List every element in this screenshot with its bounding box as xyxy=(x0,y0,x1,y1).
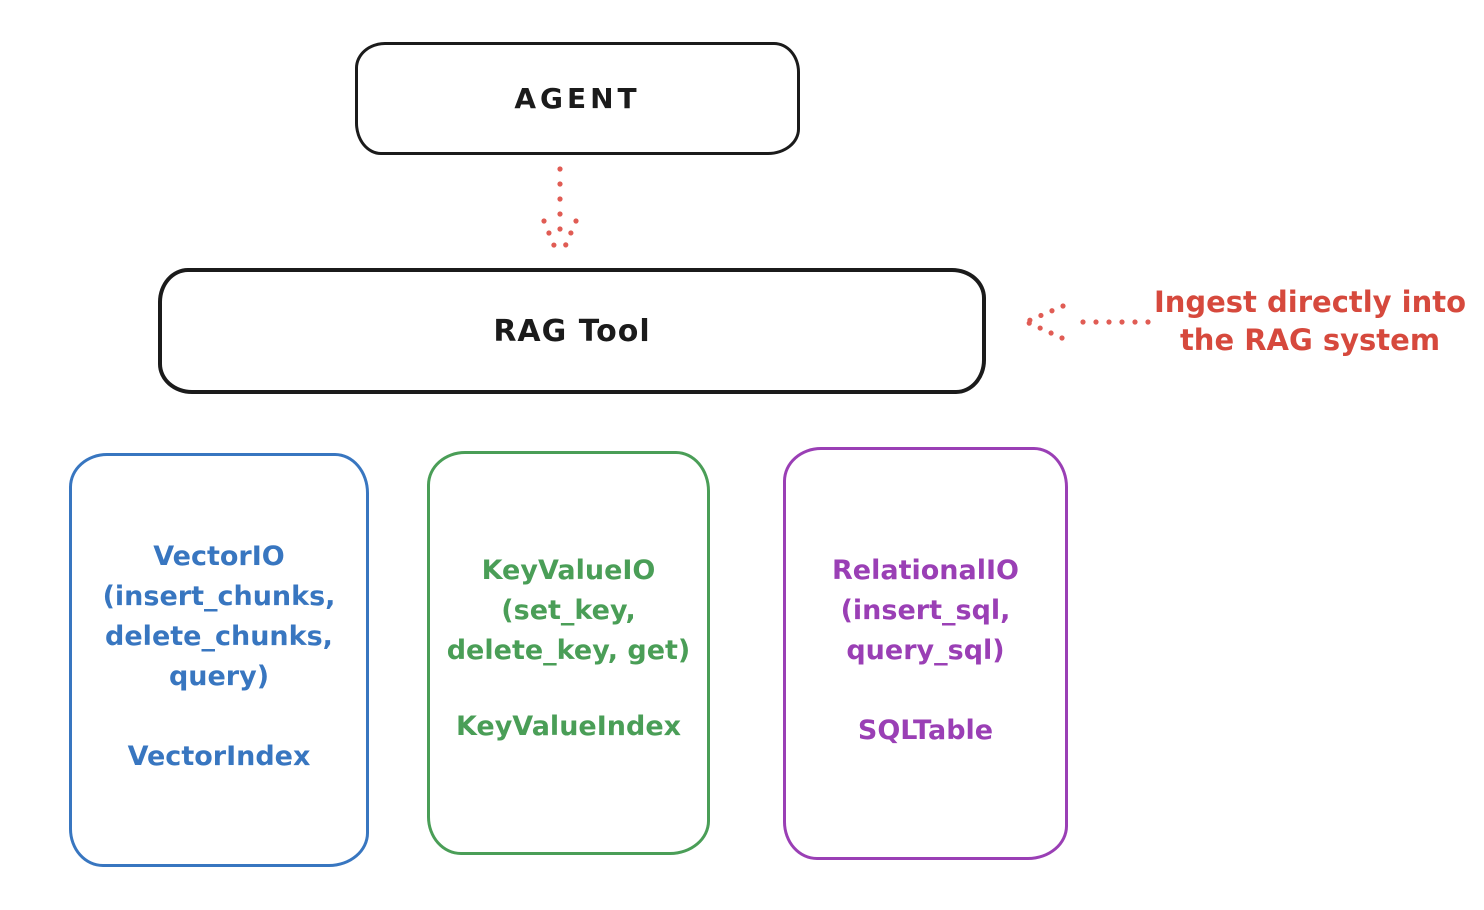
vector-io-line: delete_chunks, xyxy=(105,621,333,652)
agent-label: AGENT xyxy=(514,82,641,115)
agent-node: AGENT xyxy=(355,42,800,155)
key-value-io-signature: KeyValueIO (set_key, delete_key, get) xyxy=(430,551,707,671)
relational-io-box: RelationalIO (insert_sql, query_sql) SQL… xyxy=(783,447,1068,860)
arrow-wing-right xyxy=(558,218,579,259)
relational-io-line: (insert_sql, xyxy=(840,595,1011,626)
arrow-wing-bottom xyxy=(1026,320,1065,341)
vector-io-line: VectorIO xyxy=(153,541,285,572)
relational-io-signature: RelationalIO (insert_sql, query_sql) xyxy=(786,551,1065,671)
vector-io-line: (insert_chunks, xyxy=(102,581,336,612)
relational-io-line: query_sql) xyxy=(846,635,1005,666)
key-value-io-box: KeyValueIO (set_key, delete_key, get) Ke… xyxy=(427,451,710,855)
key-value-io-line: delete_key, get) xyxy=(446,635,691,666)
key-value-io-line: KeyValueIO xyxy=(481,555,656,586)
sql-table-label: SQLTable xyxy=(857,715,994,746)
rag-tool-node: RAG Tool xyxy=(158,268,986,394)
dotted-left-arrow-icon xyxy=(1025,303,1151,341)
arrow-wing-left xyxy=(541,218,561,258)
key-value-io-line: (set_key, xyxy=(501,595,636,626)
vector-io-signature: VectorIO (insert_chunks, delete_chunks, … xyxy=(72,537,366,697)
arrow-wing-top xyxy=(1025,303,1066,324)
vector-index-label: VectorIndex xyxy=(127,741,311,772)
vector-io-box: VectorIO (insert_chunks, delete_chunks, … xyxy=(69,453,369,867)
rag-tool-label: RAG Tool xyxy=(493,313,651,349)
ingest-annotation-line1: Ingest directly into xyxy=(1153,285,1467,319)
relational-io-line: RelationalIO xyxy=(832,555,1019,586)
ingest-annotation: Ingest directly into the RAG system xyxy=(1145,283,1475,359)
ingest-annotation-line2: the RAG system xyxy=(1179,323,1441,357)
vector-io-line: query) xyxy=(168,661,270,692)
key-value-index-label: KeyValueIndex xyxy=(455,711,682,742)
dotted-down-arrow-icon xyxy=(541,166,579,259)
